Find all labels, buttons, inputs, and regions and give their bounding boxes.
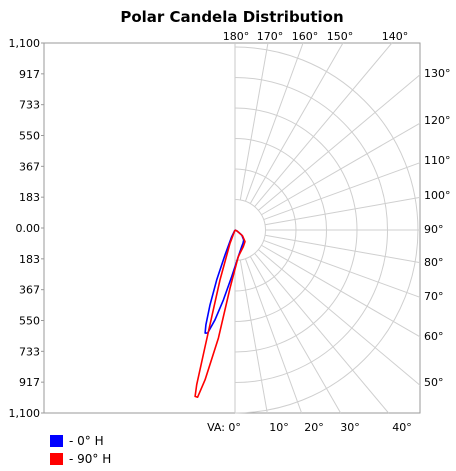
series-line-1	[194, 229, 246, 398]
y-tick-label: 0.00	[16, 222, 41, 235]
plot-frame	[43, 42, 421, 414]
y-tick-label: 917	[19, 68, 40, 81]
grid-spoke	[264, 196, 421, 226]
legend-label-90h: - 90° H	[69, 452, 112, 466]
polar-grid	[43, 42, 421, 414]
y-tick-label: 1,100	[9, 407, 41, 420]
y-tick-label: 367	[19, 160, 40, 173]
legend-label-0h: - 0° H	[69, 434, 104, 448]
right-angle-label: 110°	[424, 154, 451, 167]
legend-swatch-0h	[50, 435, 63, 447]
right-angle-label: 70°	[424, 290, 444, 303]
y-tick-label: 183	[19, 253, 40, 266]
right-angle-label: 90°	[424, 223, 444, 236]
top-angle-label: 180°	[223, 30, 250, 43]
y-tick-label: 550	[19, 315, 40, 328]
legend-swatch-90h	[50, 453, 63, 465]
grid-spoke	[244, 42, 304, 202]
right-angle-label: 60°	[424, 330, 444, 343]
bottom-angle-label: 40°	[392, 421, 412, 434]
right-angle-label: 80°	[424, 256, 444, 269]
grid-spoke	[261, 122, 421, 216]
top-angle-label: 150°	[327, 30, 354, 43]
legend-item-0h: - 0° H	[50, 434, 104, 448]
grid-spoke	[263, 239, 421, 298]
y-tick-label: 367	[19, 284, 40, 297]
top-angle-label: 140°	[382, 30, 409, 43]
grid-spoke	[239, 42, 269, 201]
y-tick-label: 733	[19, 345, 40, 358]
bottom-angle-label: 30°	[340, 421, 360, 434]
grid-spoke	[249, 256, 342, 414]
y-tick-label: 917	[19, 376, 40, 389]
grid-spoke	[254, 42, 393, 207]
grid-spoke	[258, 249, 421, 386]
top-angle-label: 170°	[257, 30, 284, 43]
bottom-angle-label: 10°	[269, 421, 289, 434]
top-angle-label: 160°	[292, 30, 319, 43]
grid-spoke	[244, 258, 303, 414]
grid-spoke	[239, 259, 268, 414]
legend-item-90h: - 90° H	[50, 452, 111, 466]
y-axis-ticks: 1,100 917 733 550 367 183 0.00 183 367 550 733 917 1…	[9, 37, 44, 420]
y-tick-label: 550	[19, 130, 40, 143]
grid-spoke	[258, 74, 421, 211]
grid-spoke	[249, 42, 344, 204]
grid-spoke	[254, 253, 389, 414]
right-angle-label: 130°	[424, 67, 451, 80]
series-layer	[194, 229, 246, 398]
y-tick-label: 1,100	[9, 37, 41, 50]
bottom-angle-label: 20°	[304, 421, 324, 434]
right-angle-label: 50°	[424, 376, 444, 389]
bottom-angle-label: VA: 0°	[207, 421, 241, 434]
y-tick-label: 733	[19, 99, 40, 112]
right-angle-label: 100°	[424, 189, 451, 202]
y-tick-label: 183	[19, 191, 40, 204]
chart-title: Polar Candela Distribution	[120, 8, 343, 26]
grid-spoke	[261, 244, 421, 338]
angle-labels: 180° 170° 160° 150° 140° 130° 120° 110° 100° 90° 8…	[207, 30, 450, 434]
grid-spoke	[264, 234, 421, 264]
grid-ring	[234, 199, 266, 261]
grid-spoke	[263, 162, 421, 221]
right-angle-label: 120°	[424, 114, 451, 127]
